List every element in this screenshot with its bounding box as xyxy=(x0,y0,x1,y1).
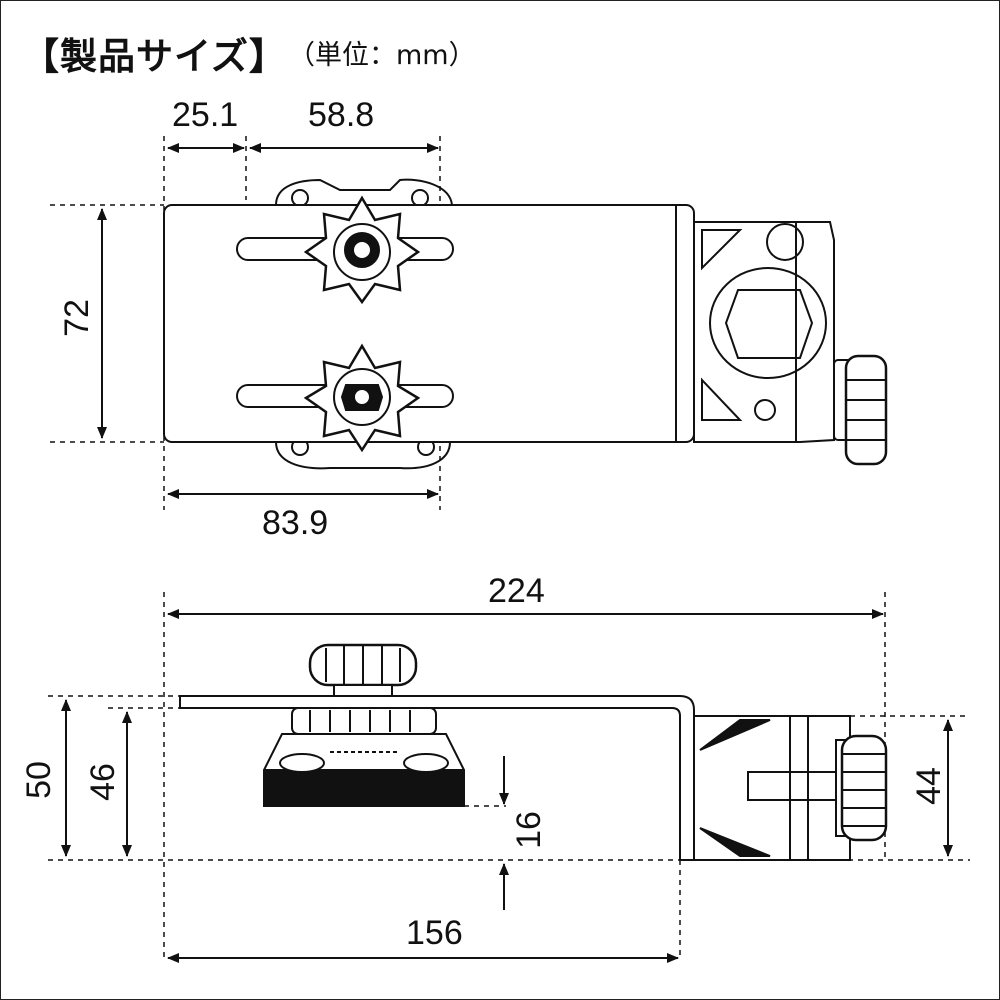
side-rail-clamp xyxy=(693,715,888,861)
dim-label-156: 156 xyxy=(406,914,463,952)
dim-label-25-1: 25.1 xyxy=(172,96,238,134)
side-side-knob xyxy=(840,734,888,842)
top-side-knob xyxy=(844,354,888,466)
dim-label-44: 44 xyxy=(910,767,948,805)
dim-label-83-9: 83.9 xyxy=(262,504,328,542)
side-plate xyxy=(179,695,695,861)
top-clamp-lower xyxy=(275,441,451,470)
top-clamp-upper xyxy=(275,178,453,206)
page-title: 【製品サイズ】 xyxy=(22,35,287,78)
dim-label-46: 46 xyxy=(84,763,122,801)
dim-label-72: 72 xyxy=(58,299,96,337)
side-clamp-body xyxy=(263,707,465,807)
side-knob-top xyxy=(308,643,418,698)
top-view xyxy=(50,136,888,510)
dim-label-224: 224 xyxy=(488,572,545,610)
unit-note: （単位：mm） xyxy=(288,40,476,71)
star-knob-upper xyxy=(303,195,421,305)
star-knob-lower xyxy=(303,343,421,453)
side-view xyxy=(48,592,970,963)
dim-label-58-8: 58.8 xyxy=(308,96,374,134)
top-extension-lines xyxy=(50,136,441,510)
dim-label-50: 50 xyxy=(20,761,58,799)
dim-label-16: 16 xyxy=(510,811,548,849)
top-rail-clamp xyxy=(693,221,888,466)
